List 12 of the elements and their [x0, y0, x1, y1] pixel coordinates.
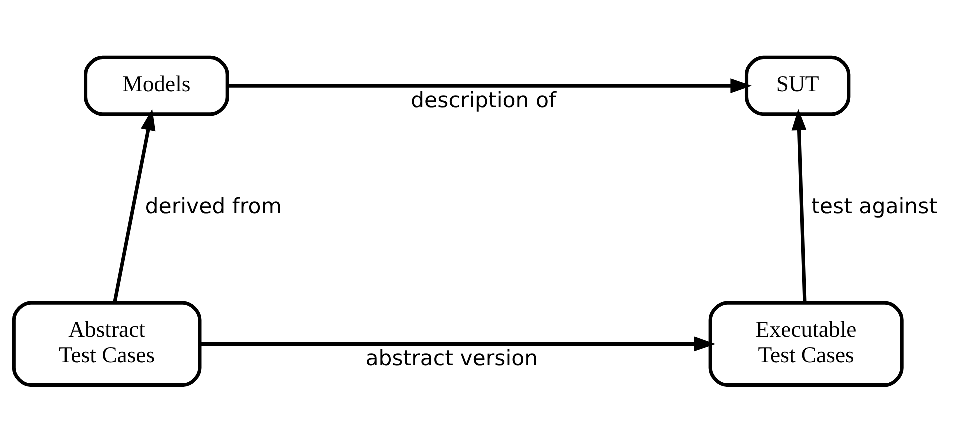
node-box: SUT	[744, 56, 851, 116]
node-box: Executable Test Cases	[708, 301, 904, 388]
edge-label: test against	[812, 194, 938, 220]
arrow	[113, 109, 156, 304]
edge-label: description of	[411, 88, 557, 114]
arrow	[792, 109, 807, 303]
node-box: Models	[84, 56, 230, 116]
edge-label: derived from	[145, 194, 282, 220]
arrow	[228, 78, 752, 94]
node-box: Abstract Test Cases	[12, 301, 202, 388]
edge-label: abstract version	[366, 346, 538, 372]
arrow	[200, 336, 716, 352]
